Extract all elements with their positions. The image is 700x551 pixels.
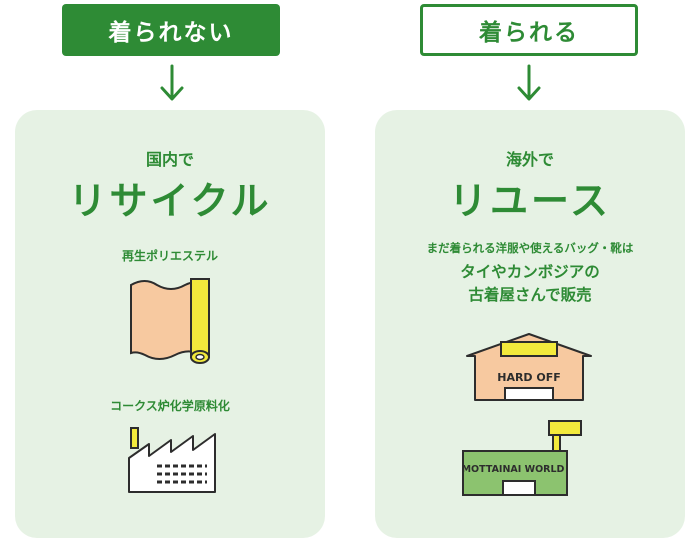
hard-off-sign: HARD OFF (497, 371, 561, 384)
recycle-panel: 国内で リサイクル 再生ポリエステル コークス炉化学原料化 (15, 110, 325, 538)
reuse-note: まだ着られる洋服や使えるバッグ・靴は (426, 241, 634, 255)
mottainai-world-store-icon: MOTTAINAI WORLD (462, 420, 582, 496)
header-not-wearable: 着られない (62, 4, 280, 56)
down-arrow-icon (517, 64, 541, 101)
factory-icon (128, 427, 216, 493)
down-arrow-icon (160, 64, 184, 101)
mottainai-world-sign: MOTTAINAI WORLD (462, 464, 565, 475)
fabric-roll-icon (130, 278, 210, 364)
hard-off-store-icon: HARD OFF (466, 333, 592, 401)
recycled-polyester-label: 再生ポリエステル (121, 249, 218, 263)
recycle-subtitle: 国内で (145, 150, 194, 169)
reuse-subtitle: 海外で (505, 150, 554, 169)
shop-line-2: 古着屋さんで販売 (468, 286, 592, 304)
reuse-title: リユース (448, 179, 612, 223)
shop-line-1: タイやカンボジアの (460, 263, 600, 281)
header-wearable: 着られる (420, 4, 638, 56)
recycle-title: リサイクル (68, 179, 272, 223)
reuse-panel: 海外で リユース まだ着られる洋服や使えるバッグ・靴は タイやカンボジアの 古着… (375, 110, 685, 538)
coke-oven-label: コークス炉化学原料化 (110, 399, 230, 413)
